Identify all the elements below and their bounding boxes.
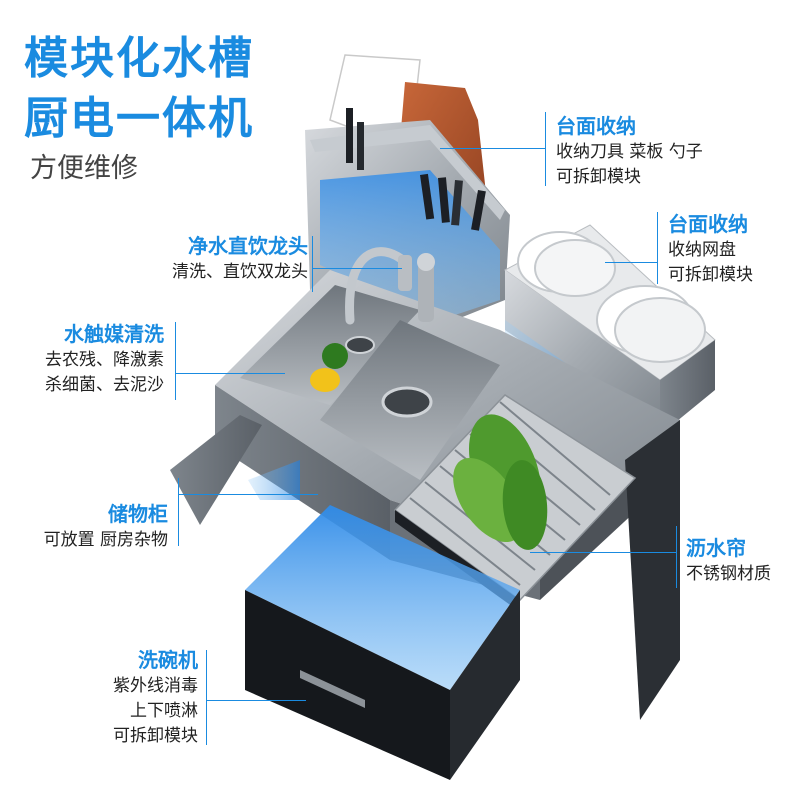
callout-countertop-knife: 台面收纳 收纳刀具 菜板 勺子 可拆卸模块 — [556, 112, 703, 190]
callout-drain-mat: 沥水帘 不锈钢材质 — [686, 534, 771, 587]
knife-icon — [471, 189, 486, 231]
lettuce-icon — [453, 414, 548, 550]
callout-title: 台面收纳 — [556, 114, 636, 138]
callout-line: 不锈钢材质 — [686, 564, 771, 584]
callout-line: 上下喷淋 — [130, 701, 198, 721]
callout-title: 洗碗机 — [138, 648, 198, 672]
pepper-icon — [322, 343, 348, 369]
dishwasher-handle — [300, 670, 365, 708]
callout-faucet: 净水直饮龙头 清洗、直饮双龙头 — [108, 232, 308, 285]
leader-line — [676, 526, 677, 588]
callout-line: 可拆卸模块 — [556, 167, 641, 187]
callout-line: 杀细菌、去泥沙 — [45, 375, 164, 395]
knife-icon — [438, 177, 450, 223]
callout-title: 沥水帘 — [686, 536, 746, 560]
plate-icon — [534, 239, 616, 297]
leader-line — [657, 212, 658, 284]
headline-line2: 厨电一体机 — [24, 93, 254, 144]
callout-line: 收纳网盘 — [668, 240, 736, 260]
headline-line1: 模块化水槽 — [24, 33, 254, 84]
callout-line: 可拆卸模块 — [668, 265, 753, 285]
leader-line — [440, 148, 546, 149]
callout-water-catalyst: 水触媒清洗 去农残、降激素 杀细菌、去泥沙 — [4, 320, 164, 398]
headline-subtitle: 方便维修 — [30, 153, 138, 184]
dishwasher-module — [245, 505, 520, 780]
callout-line: 紫外线消毒 — [113, 676, 198, 696]
leader-line — [605, 262, 657, 263]
leader-line — [175, 373, 285, 374]
callout-title: 净水直饮龙头 — [188, 234, 308, 258]
leader-line — [206, 700, 306, 701]
knife-icon — [451, 180, 463, 226]
leader-line — [545, 112, 546, 186]
leader-line — [178, 478, 179, 546]
callout-line: 可拆卸模块 — [113, 726, 198, 746]
leader-line — [175, 322, 176, 400]
storage-cabinet-door — [170, 415, 300, 525]
drain-icon — [345, 336, 375, 354]
leader-line — [530, 552, 676, 553]
callout-dishwasher: 洗碗机 紫外线消毒 上下喷淋 可拆卸模块 — [8, 646, 198, 749]
callout-line: 收纳刀具 菜板 勺子 — [556, 142, 703, 162]
callout-title: 水触媒清洗 — [64, 322, 164, 346]
leader-line — [206, 650, 207, 745]
knife-icon — [420, 173, 435, 220]
callout-line: 去农残、降激素 — [45, 350, 164, 370]
drain-icon — [381, 386, 433, 418]
callout-line: 清洗、直饮双龙头 — [172, 262, 308, 282]
callout-line: 可放置 厨房杂物 — [43, 530, 168, 550]
lemon-icon — [310, 368, 340, 392]
leader-line — [312, 236, 313, 292]
leader-line — [178, 494, 318, 495]
callout-countertop-dish: 台面收纳 收纳网盘 可拆卸模块 — [668, 210, 753, 288]
faucet-icon — [345, 247, 435, 325]
callout-title: 台面收纳 — [668, 212, 748, 236]
callout-title: 储物柜 — [108, 502, 168, 526]
plate-icon — [614, 297, 706, 363]
callout-cabinet: 储物柜 可放置 厨房杂物 — [8, 500, 168, 553]
leader-line — [312, 268, 402, 269]
knife-icon — [346, 108, 353, 163]
knife-icon — [357, 122, 364, 170]
